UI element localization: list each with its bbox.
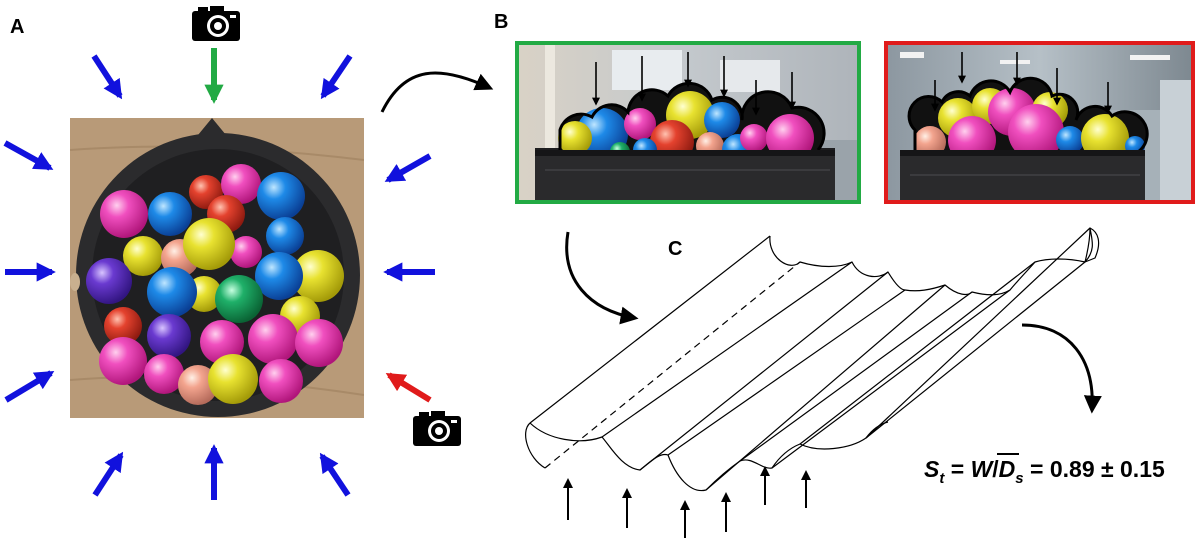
frame-good: [515, 41, 861, 204]
arrow-b-to-c: [565, 231, 639, 325]
view-arrow-selected-bad: [385, 372, 432, 403]
view-direction-arrows: [3, 54, 435, 500]
bowl-photo: [70, 118, 364, 418]
view-arrow-top-right: [320, 54, 353, 100]
panel-label-c: C: [668, 238, 682, 260]
bottom-marker-arrows: [563, 466, 811, 538]
view-arrow-lower-left: [4, 370, 55, 403]
camera-icon: [192, 6, 240, 41]
view-arrow-bottom-right: [319, 452, 351, 497]
balls: [86, 164, 344, 405]
frame-bad: [884, 41, 1195, 204]
view-arrow-top-left: [91, 54, 123, 100]
camera-icon: [413, 411, 461, 446]
formula-text: St = W/Ds = 0.89 ± 0.15: [924, 456, 1165, 487]
view-arrow-bottom-left: [92, 451, 124, 497]
surface-front-profile: [525, 227, 1091, 492]
view-arrow-upper-right: [384, 153, 432, 183]
top-marker-arrows-bad: [931, 52, 1112, 114]
arrow-a-to-b: [380, 71, 494, 113]
view-arrow-upper-left: [3, 140, 54, 171]
side-view-bad: [884, 41, 1195, 204]
formula-w-bar: W: [971, 456, 995, 482]
panel-label-b: B: [494, 11, 508, 33]
top-marker-arrows-good: [592, 52, 796, 116]
panel-label-a: A: [10, 16, 24, 38]
extruded-surface: [525, 227, 1100, 492]
arrow-c-to-formula: [1021, 323, 1102, 414]
side-view-good: [515, 41, 861, 204]
